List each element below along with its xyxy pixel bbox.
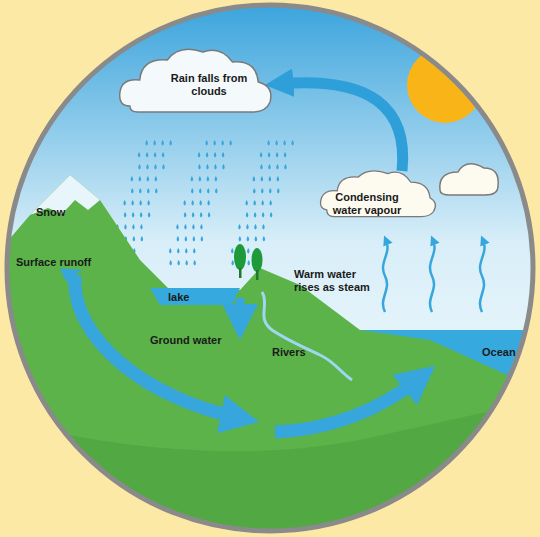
- flow-arrow: [282, 83, 403, 171]
- part-label: Snow: [36, 206, 65, 219]
- part-label: Ground water: [150, 334, 222, 347]
- cloud-shape: Condensing water vapour: [318, 165, 458, 227]
- part-label: lake: [168, 291, 189, 304]
- cloud-shape: Rain falls from clouds: [118, 44, 276, 116]
- part-label: Ocean: [482, 346, 516, 359]
- cloud-label: Condensing water vapour: [328, 191, 406, 217]
- part-label: Rivers: [272, 346, 306, 359]
- part-label: Warm water rises as steam: [294, 268, 374, 294]
- part-label: Surface runoff: [16, 256, 91, 269]
- cloud-label: Rain falls from clouds: [170, 72, 248, 98]
